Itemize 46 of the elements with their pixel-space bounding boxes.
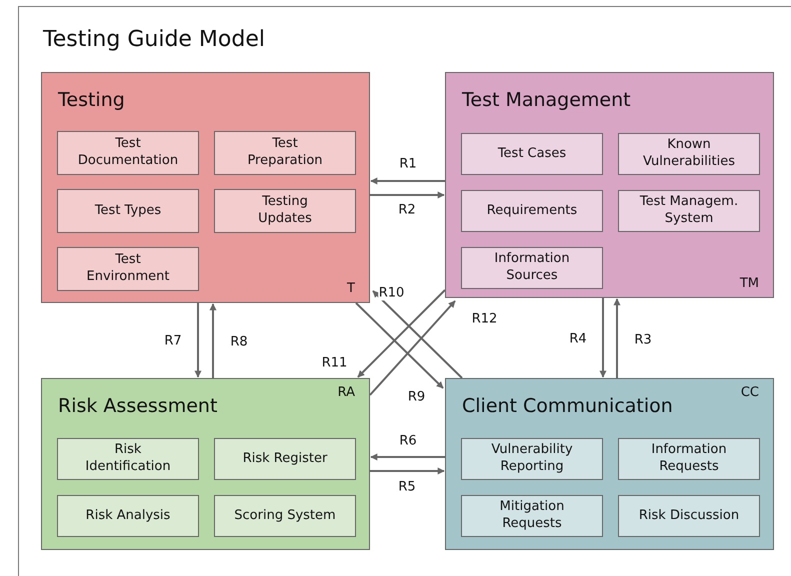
component-box: Risk Analysis [57, 495, 199, 537]
edge-label: R9 [406, 389, 426, 404]
edge-label: R3 [633, 332, 653, 347]
arrow [355, 302, 444, 389]
group-code: T [347, 281, 355, 296]
component-box: Test Types [57, 189, 199, 233]
arrow [370, 178, 445, 184]
arrow [194, 303, 202, 378]
component-box: Vulnerability Reporting [461, 438, 603, 480]
component-box: Test Documentation [57, 131, 199, 175]
component-box: Requirements [461, 190, 603, 232]
arrow [614, 298, 620, 378]
arrow [370, 192, 445, 198]
component-box: Test Environment [57, 247, 199, 291]
group-box [445, 378, 774, 550]
group-box [445, 72, 774, 298]
edge-label: R10 [378, 285, 406, 300]
group-code: TM [740, 276, 759, 291]
group-code: RA [338, 385, 355, 400]
component-box: Information Sources [461, 247, 603, 289]
arrow [372, 290, 463, 379]
component-box: Mitigation Requests [461, 495, 603, 537]
group-code: CC [740, 385, 759, 400]
component-box: Test Preparation [214, 131, 356, 175]
group-box [41, 378, 370, 550]
diagram-title: Testing Guide Model [43, 27, 265, 52]
component-box: Test Managem. System [618, 190, 760, 232]
component-box: Information Requests [618, 438, 760, 480]
component-box: Test Cases [461, 133, 603, 175]
component-box: Known Vulnerabilities [618, 133, 760, 175]
arrow [370, 468, 445, 474]
group-heading: Test Management [462, 89, 631, 111]
component-box: Testing Updates [214, 189, 356, 233]
component-box: Risk Register [214, 438, 356, 480]
arrow [357, 289, 446, 378]
component-box: Risk Discussion [618, 495, 760, 537]
component-box: Risk Identification [57, 438, 199, 480]
group-heading: Testing [58, 89, 125, 111]
arrow [369, 300, 456, 396]
arrow [600, 298, 606, 378]
group-heading: Client Communication [462, 395, 673, 417]
component-box: Scoring System [214, 495, 356, 537]
group-heading: Risk Assessment [58, 395, 218, 417]
arrow [370, 454, 445, 460]
group-box [41, 72, 370, 303]
arrow [210, 303, 216, 378]
